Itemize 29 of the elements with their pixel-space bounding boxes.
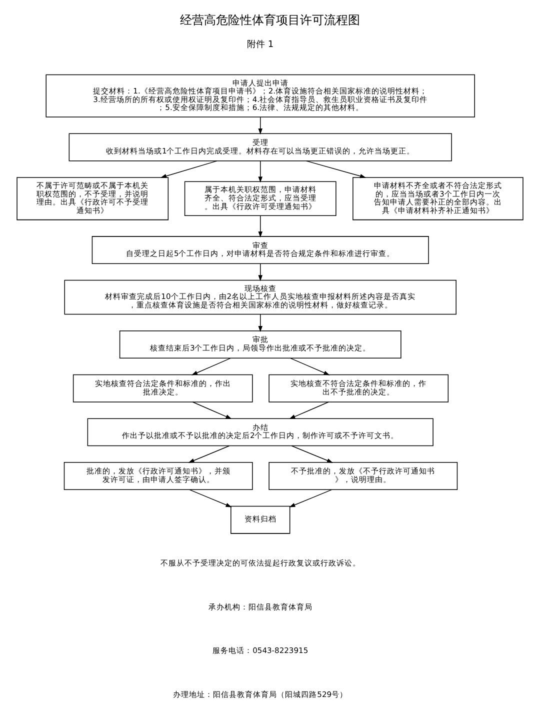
label: 办理地址：阳信县教育体育局（阳城四路529号） bbox=[173, 690, 348, 700]
node-box: 申请材料不齐全或者不符合法定形式的，应当当场或者3个工作日内一次告知申请人需要补正的全部内容。出具《申请材料补齐补正通知书》 bbox=[352, 177, 524, 220]
node-box: 受理 收到材料当场或1个工作日内完成受理。材料存在可以当场更正错误的，允许当场更正。 bbox=[68, 133, 452, 162]
arrow bbox=[258, 160, 262, 183]
node-box: 审查 自受理之日起5个工作日内，对申请材料是否符合规定条件和标准进行审查。 bbox=[92, 236, 429, 264]
node-box: 不属于许可范畴或不属于本机关职权范围的，不予受理，并说明理由。出具《行政许可不予受理通知书》 bbox=[16, 177, 169, 220]
node-box: 现场核查 材料审查完成后10个工作日内，由2名以上工作人员实地核查申报材料所述内容是否真实，重点核查体育设施是否符合相关国家标准的说明性材料，做好核查记录。 bbox=[64, 280, 456, 315]
node-box: 申请人提出申请 提交材料：1.《经营高危险性体育项目申请书》；2.体育设施符合相关国家标准的说明性材料；3.经营场所的所有权或使用权证明及复印件；4.社会体育指导员、救生员职业资格证书及复印件；5.安全保障制度和措施；6.法律、法规规定的其他材料。 bbox=[46, 74, 475, 118]
node-box: 办结 作出予以批准或不予以批准的决定后2个工作日内，制作许可或不予许可文书。 bbox=[87, 418, 434, 446]
arrow bbox=[289, 489, 332, 508]
node-box: 实地核查符合法定条件和标准的，作出批准决定。 bbox=[72, 374, 253, 402]
node-box: 审批 核查结束后3个工作日内，局领导作出批准或不予批准的决定。 bbox=[119, 330, 402, 358]
arrow bbox=[258, 314, 262, 332]
node-box: 批准的，发放《行政许可通知书》，并颁发许可证，由申请人签字确认。 bbox=[64, 462, 253, 490]
node-box: 资料归档 bbox=[230, 506, 290, 534]
diagram-title: 经营高危险性体育项目许可流程图 bbox=[180, 12, 360, 27]
arrow bbox=[258, 215, 262, 238]
arrow bbox=[306, 160, 366, 178]
label: 承办机构：阳信县教育体育局 bbox=[208, 602, 312, 612]
label: 附件 1 bbox=[247, 40, 274, 50]
arrow bbox=[189, 489, 232, 508]
node-box: 不予批准的，发放《不予行政许可通知书》，说明理由。 bbox=[268, 462, 458, 490]
arrow bbox=[258, 116, 262, 135]
label: 服务电话：0543-8223915 bbox=[212, 646, 308, 656]
node-box: 实地核查不符合法定条件和标准的，作出不予批准的决定。 bbox=[268, 374, 449, 402]
label: 不服从不予受理决定的可依法提起行政复议或行政诉讼。 bbox=[160, 558, 360, 568]
node-box: 属于本机关职权范围，申请材料齐全、符合法定形式，应当受理。出具《行政许可受理通知书》 bbox=[184, 181, 336, 216]
arrow bbox=[160, 160, 218, 178]
arrow bbox=[258, 263, 262, 282]
